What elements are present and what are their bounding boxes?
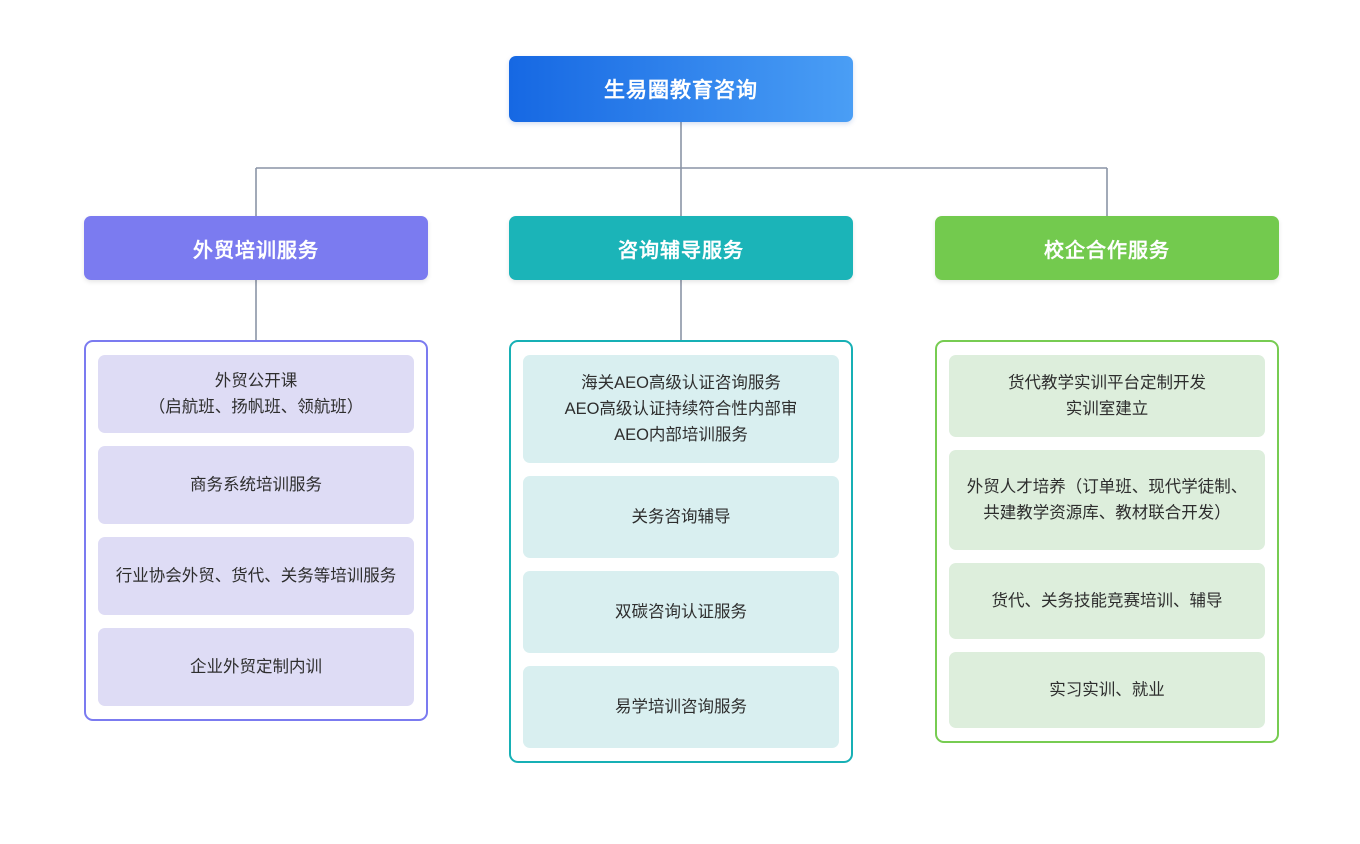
leaf-item[interactable]: 货代教学实训平台定制开发 实训室建立 bbox=[949, 355, 1265, 437]
branch-header-label-3: 校企合作服务 bbox=[1044, 239, 1170, 262]
leaf-item[interactable]: 易学培训咨询服务 bbox=[523, 666, 839, 748]
leaf-item[interactable]: 行业协会外贸、货代、关务等培训服务 bbox=[98, 537, 414, 615]
branch-header-2[interactable]: 咨询辅导服务 bbox=[509, 216, 853, 280]
leaf-item[interactable]: 双碳咨询认证服务 bbox=[523, 571, 839, 653]
branch-body-3: 货代教学实训平台定制开发 实训室建立 外贸人才培养（订单班、现代学徒制、共建教学… bbox=[935, 340, 1279, 743]
leaf-item[interactable]: 企业外贸定制内训 bbox=[98, 628, 414, 706]
branch-consulting-tutoring: 咨询辅导服务 海关AEO高级认证咨询服务 AEO高级认证持续符合性内部审 AEO… bbox=[509, 216, 853, 763]
leaf-item[interactable]: 外贸人才培养（订单班、现代学徒制、共建教学资源库、教材联合开发） bbox=[949, 450, 1265, 550]
leaf-item[interactable]: 商务系统培训服务 bbox=[98, 446, 414, 524]
branch-header-label-2: 咨询辅导服务 bbox=[618, 239, 744, 262]
branch-body-2: 海关AEO高级认证咨询服务 AEO高级认证持续符合性内部审 AEO内部培训服务 … bbox=[509, 340, 853, 763]
leaf-item[interactable]: 关务咨询辅导 bbox=[523, 476, 839, 558]
root-node[interactable]: 生易圈教育咨询 bbox=[509, 56, 853, 122]
branch-header-label-1: 外贸培训服务 bbox=[193, 239, 319, 262]
leaf-item[interactable]: 海关AEO高级认证咨询服务 AEO高级认证持续符合性内部审 AEO内部培训服务 bbox=[523, 355, 839, 463]
branch-body-1: 外贸公开课 （启航班、扬帆班、领航班） 商务系统培训服务 行业协会外贸、货代、关… bbox=[84, 340, 428, 721]
branch-header-1[interactable]: 外贸培训服务 bbox=[84, 216, 428, 280]
branch-school-enterprise-cooperation: 校企合作服务 货代教学实训平台定制开发 实训室建立 外贸人才培养（订单班、现代学… bbox=[935, 216, 1279, 743]
branch-foreign-trade-training: 外贸培训服务 外贸公开课 （启航班、扬帆班、领航班） 商务系统培训服务 行业协会… bbox=[84, 216, 428, 721]
root-node-label: 生易圈教育咨询 bbox=[604, 79, 758, 102]
branch-header-3[interactable]: 校企合作服务 bbox=[935, 216, 1279, 280]
leaf-item[interactable]: 外贸公开课 （启航班、扬帆班、领航班） bbox=[98, 355, 414, 433]
leaf-item[interactable]: 实习实训、就业 bbox=[949, 652, 1265, 728]
leaf-item[interactable]: 货代、关务技能竞赛培训、辅导 bbox=[949, 563, 1265, 639]
